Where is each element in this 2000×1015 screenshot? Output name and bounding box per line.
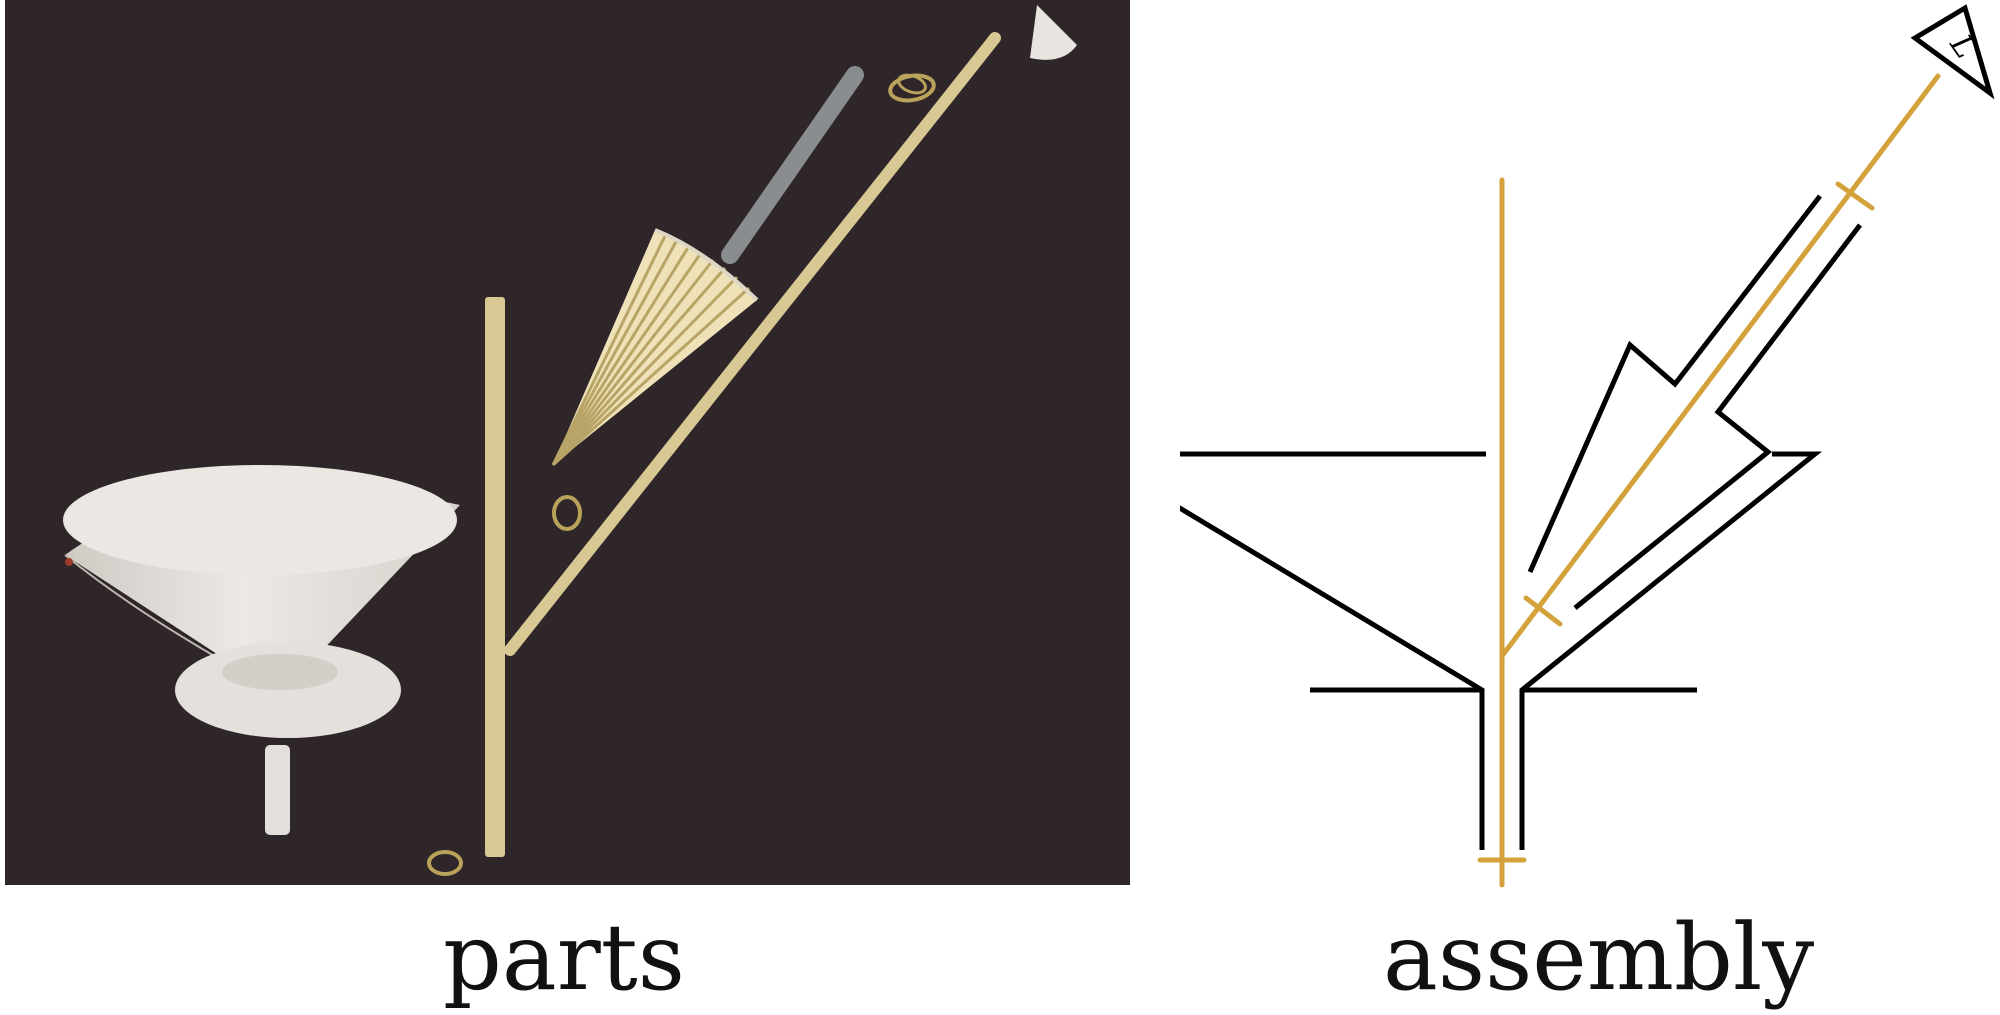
striped-paper-cone — [551, 228, 759, 467]
rubber-band-middle — [552, 495, 582, 531]
funnel-outline-right — [1519, 451, 1823, 850]
short-paper-tube — [265, 745, 290, 835]
rubber-band-top — [888, 73, 936, 103]
assembly-caption: assembly — [1383, 904, 1815, 1011]
tip-label: L — [1942, 28, 1983, 65]
lower-diagonal-tick — [1523, 595, 1563, 627]
parts-photo — [5, 0, 1130, 885]
large-paper-cone — [63, 465, 460, 695]
tip-triangle — [1910, 4, 1995, 100]
diagonal-dowel — [504, 32, 1001, 656]
arrow-wedge — [1527, 194, 1822, 574]
parts-caption: parts — [443, 904, 685, 1011]
arrow-lower-edge — [1573, 223, 1862, 610]
small-paper-disc — [175, 642, 401, 738]
rubber-band-bottom — [427, 850, 463, 876]
diagonal-rod — [1499, 73, 1941, 659]
funnel-outline-left — [1180, 451, 1486, 850]
gray-shaft — [721, 66, 864, 264]
assembly-diagram: L — [1180, 4, 1995, 888]
upper-diagonal-tick — [1835, 181, 1875, 211]
small-paper-cap — [1030, 5, 1077, 60]
vertical-dowel — [485, 297, 505, 857]
